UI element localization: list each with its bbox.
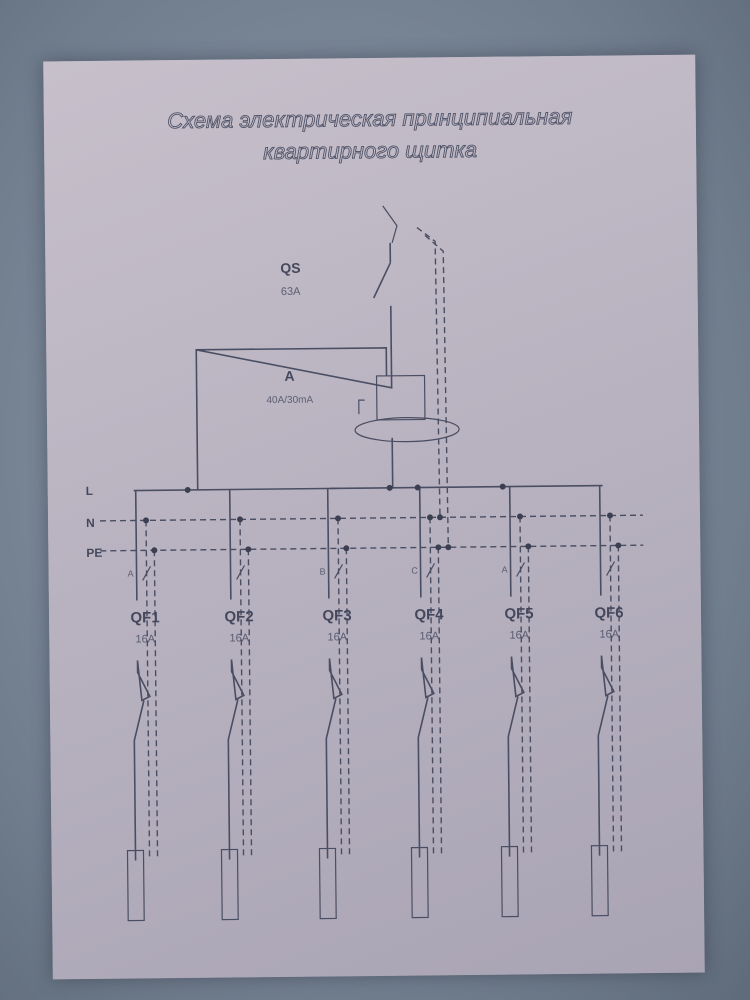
breaker-top-contact	[334, 564, 344, 579]
branch-4: QF4 16A C	[410, 487, 444, 919]
breaker-output-wire	[507, 696, 519, 857]
breaker-label: QF5	[504, 605, 533, 622]
incoming-feed	[382, 205, 450, 548]
output-cable-tag	[500, 845, 519, 918]
rcd-a: A 40A/30mA	[195, 347, 460, 490]
breaker-handle	[328, 658, 343, 700]
breaker-handle	[136, 660, 151, 702]
breaker-phase: A	[128, 569, 134, 579]
branch-6: QF6 16A	[590, 485, 624, 917]
breaker-label: QF2	[224, 608, 253, 625]
breaker-rating: 16A	[419, 630, 439, 642]
rcd-rating: 40A/30mA	[266, 395, 313, 406]
breaker-rating: 16A	[229, 632, 249, 644]
electrical-schematic: Схема электрическая принципиальная кварт…	[86, 103, 644, 922]
branch-n-wire	[239, 519, 245, 860]
branch-pe-wire	[527, 546, 533, 857]
branch-5: QF5 16A A	[500, 486, 534, 918]
output-cable-tag	[220, 848, 239, 921]
schematic-sheet: Схема электрическая принципиальная кварт…	[43, 54, 705, 980]
branch-l-wire	[598, 485, 602, 596]
n-junction-dot	[143, 517, 150, 524]
pe-junction-dot	[245, 546, 252, 553]
qs-label: QS	[280, 260, 300, 276]
breaker-rating: 16A	[135, 633, 155, 645]
breaker-label: QF1	[130, 609, 159, 626]
branch-l-wire	[508, 486, 512, 597]
breaker-top-contact	[606, 561, 616, 576]
breaker-top-contact	[426, 563, 436, 578]
l-junction-dot	[414, 484, 421, 491]
branch-pe-wire	[153, 550, 159, 861]
breaker-output-wire	[325, 698, 337, 859]
rcd-label: A	[284, 368, 294, 384]
breaker-rating: 16A	[599, 628, 619, 640]
branch-2: QF2 16A	[220, 489, 254, 921]
pe-junction-dot	[435, 544, 442, 551]
branch-n-wire	[337, 518, 343, 859]
main-switch-qs: QS 63A	[280, 242, 393, 358]
l-junction-dot	[386, 484, 393, 491]
n-feed-dot	[437, 514, 444, 521]
breaker-output-wire	[597, 695, 609, 856]
title-line-2: квартирного щитка	[263, 137, 477, 164]
n-junction-dot	[517, 513, 524, 520]
breaker-top-contact	[142, 566, 152, 581]
breaker-label: QF4	[414, 606, 444, 623]
branch-n-wire	[429, 517, 435, 858]
breaker-phase: A	[501, 565, 507, 575]
bus-pe-label: PE	[86, 546, 102, 560]
breaker-phase: B	[320, 567, 326, 577]
branch-pe-wire	[345, 548, 351, 859]
breaker-handle	[600, 655, 615, 697]
n-junction-dot	[335, 515, 342, 522]
qs-rating: 63A	[281, 286, 301, 298]
branch-l-wire	[134, 490, 138, 601]
breaker-output-wire	[133, 700, 145, 861]
breaker-handle	[230, 659, 245, 701]
breaker-output-wire	[417, 697, 429, 858]
buses	[100, 484, 644, 552]
breaker-handle	[420, 657, 435, 699]
pe-junction-dot	[615, 542, 622, 549]
branch-n-wire	[519, 516, 525, 857]
n-junction-dot	[237, 516, 244, 523]
l-junction-dot	[499, 483, 506, 490]
pe-feed-dot	[445, 544, 452, 551]
breaker-handle	[510, 656, 525, 698]
breaker-output-wire	[227, 699, 239, 860]
breaker-label: QF6	[594, 604, 623, 621]
breaker-rating: 16A	[327, 631, 347, 643]
branch-pe-wire	[437, 547, 443, 858]
bus-n-label: N	[86, 516, 95, 530]
bus-l-label: L	[86, 484, 93, 498]
branch-1: QF1 16A A	[126, 490, 160, 922]
branch-circuits: QF1 16A A QF2 16A QF3 16A B QF4 16A C QF5 16A A QF6 16A	[126, 483, 624, 922]
branch-pe-wire	[617, 545, 623, 856]
breaker-phase: C	[411, 566, 418, 576]
branch-pe-wire	[247, 549, 253, 860]
branch-l-wire	[418, 487, 422, 598]
pe-junction-dot	[525, 543, 532, 550]
output-cable-tag	[318, 847, 337, 920]
breaker-rating: 16A	[509, 629, 529, 641]
breaker-top-contact	[236, 565, 246, 580]
breaker-top-contact	[516, 562, 526, 577]
title-line-1: Схема электрическая принципиальная	[167, 104, 572, 133]
branch-l-wire	[326, 488, 330, 599]
n-junction-dot	[606, 512, 613, 519]
branch-l-wire	[228, 489, 232, 600]
branch-3: QF3 16A B	[318, 488, 352, 920]
pe-junction-dot	[343, 545, 350, 552]
l-junction-dot	[184, 486, 191, 493]
branch-n-wire	[609, 515, 615, 856]
output-cable-tag	[590, 844, 609, 917]
output-cable-tag	[126, 849, 145, 922]
breaker-label: QF3	[322, 607, 351, 624]
pe-junction-dot	[151, 547, 158, 554]
output-cable-tag	[410, 846, 429, 919]
n-junction-dot	[427, 514, 434, 521]
branch-n-wire	[145, 520, 151, 861]
